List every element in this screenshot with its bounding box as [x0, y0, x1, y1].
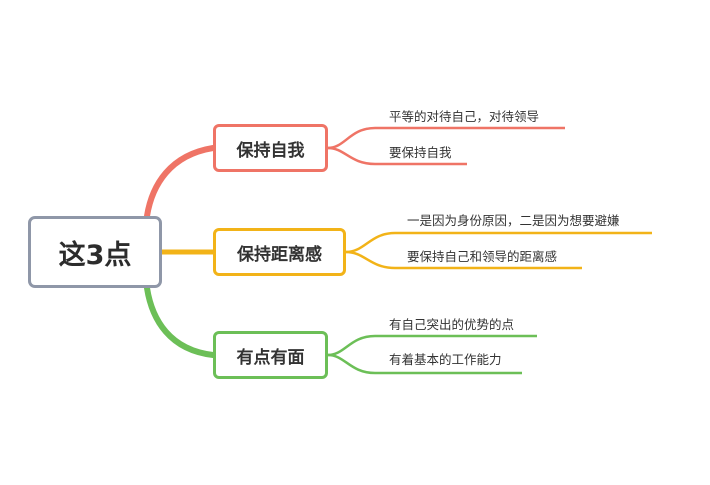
branch-node-2-label: 有点有面 [236, 347, 305, 368]
leaf-2-0[interactable]: 有自己突出的优势的点 [389, 317, 515, 332]
branch-node-2[interactable]: 有点有面 [213, 331, 328, 379]
root-node[interactable]: 这3点 [28, 216, 162, 288]
connector-branch-1-leaf-1 [345, 250, 582, 270]
branch-node-1-label: 保持距离感 [237, 244, 322, 265]
connector-branch-0-leaf-1 [327, 146, 467, 166]
leaf-2-1[interactable]: 有着基本的工作能力 [389, 352, 502, 367]
connector-root-branch-0 [144, 145, 216, 219]
branch-node-0-label: 保持自我 [236, 140, 305, 161]
connector-branch-2-leaf-1 [327, 353, 522, 375]
leaf-0-0[interactable]: 平等的对待自己，对待领导 [389, 109, 540, 124]
root-node-label: 这3点 [58, 239, 132, 271]
leaf-0-1[interactable]: 要保持自我 [389, 145, 452, 160]
leaf-1-1[interactable]: 要保持自己和领导的距离感 [407, 249, 558, 264]
connector-root-branch-2 [144, 285, 216, 358]
leaf-1-0[interactable]: 一是因为身份原因，二是因为想要避嫌 [407, 213, 620, 228]
branch-node-1[interactable]: 保持距离感 [213, 228, 346, 276]
branch-node-0[interactable]: 保持自我 [213, 124, 328, 172]
